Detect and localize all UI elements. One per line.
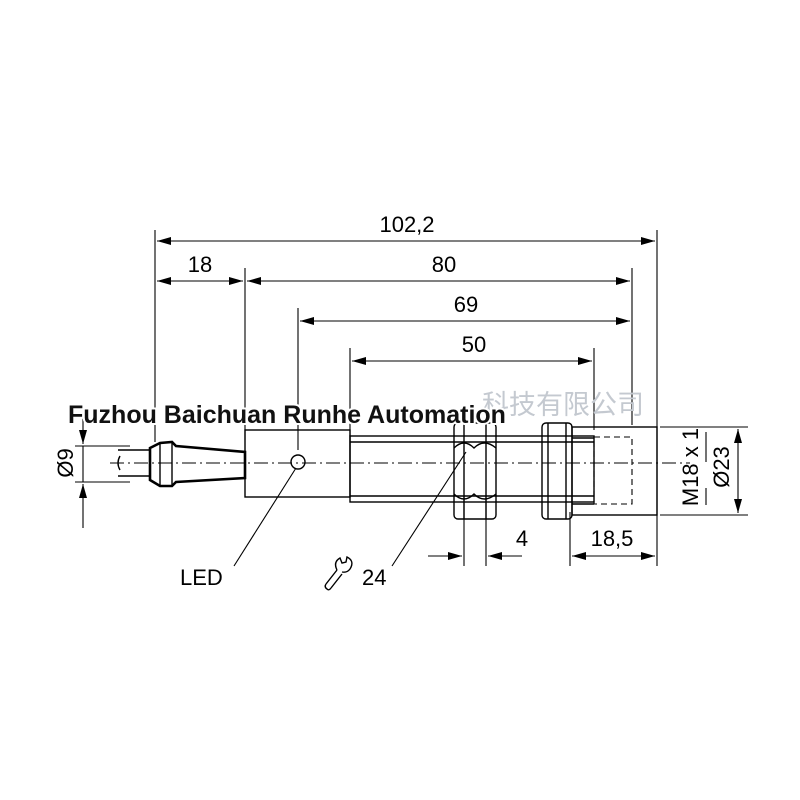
extension-lines bbox=[75, 230, 748, 566]
watermark-text: Fuzhou Baichuan Runhe Automation bbox=[68, 401, 506, 429]
dim-body-length: 80 bbox=[432, 252, 456, 277]
dim-length-69: 69 bbox=[454, 292, 478, 317]
sensor-outline bbox=[117, 422, 658, 520]
watermark-text-cn: 科技有限公司 bbox=[482, 390, 644, 420]
dim-head-diameter: Ø23 bbox=[709, 446, 734, 488]
dim-head-length: 18,5 bbox=[591, 526, 634, 551]
dim-cable-diameter: Ø9 bbox=[53, 448, 78, 477]
dim-nut-thickness: 4 bbox=[516, 526, 528, 551]
led-label: LED bbox=[180, 565, 223, 590]
led-indicator bbox=[290, 454, 306, 470]
dim-thread-length: 50 bbox=[462, 332, 486, 357]
dim-thread: M18 x 1 bbox=[678, 428, 703, 506]
dim-cable-end-length: 18 bbox=[188, 252, 212, 277]
dim-overall-length: 102,2 bbox=[379, 212, 434, 237]
dimension-lines bbox=[79, 237, 742, 560]
led-leader bbox=[233, 467, 297, 567]
wrench-icon bbox=[324, 555, 353, 591]
dim-wrench-size: 24 bbox=[362, 565, 386, 590]
wrench-leader bbox=[391, 451, 467, 567]
